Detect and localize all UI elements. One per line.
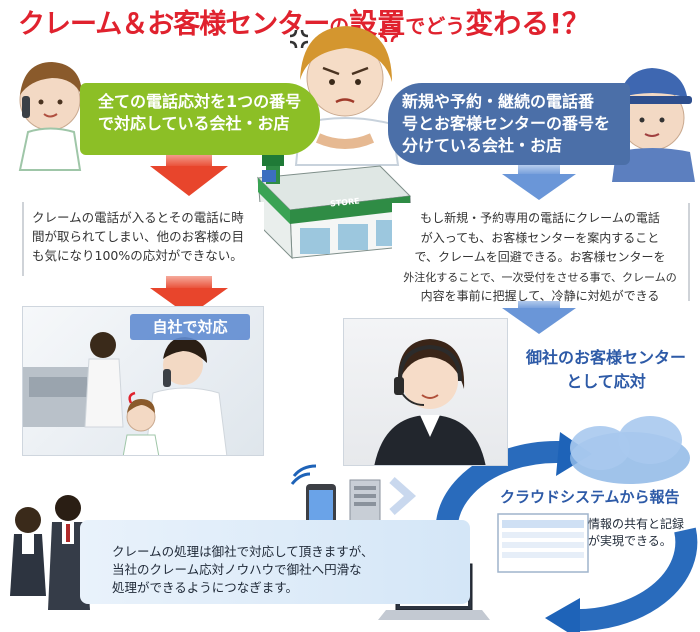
report-screen-illustration [497,513,589,573]
left-text-line1: クレームの電話が入るとその電話に時 [32,210,244,225]
bottom-description: クレームの処理は御社で対応して頂きますが、 当社のクレーム応対ノウハウで御社へ円… [112,543,412,597]
operator-headset-illustration [374,339,486,465]
angry-customer-illustration [289,23,400,166]
left-text-line2: 間が取られてしまい、他のお客様の目 [32,229,245,244]
wifi-icon [290,464,317,485]
own-company-label: 自社で対応 [130,314,250,340]
left-text-line3: も気になり100%の応対ができない。 [32,248,243,263]
right-text-line5: 内容を事前に把握して、冷静に対処ができる [420,289,660,303]
call-center-photo [343,318,508,466]
page-title: クレーム＆お客様センターの設置でどう変わる!？ [18,2,698,42]
title-part4: でどう [405,14,466,38]
banner-right-line3: 分けている会社・お店 [402,136,563,155]
bottom-text-line3: 処理ができるようにつなぎます。 [112,580,299,595]
banner-right-line1: 新規や予約・継続の電話番 [402,92,595,111]
right-operator-illustration [612,68,695,182]
banner-left-line1: 全ての電話応対を1つの番号 [98,92,302,111]
title-part5: 変わる [465,7,550,40]
bottom-band [80,520,470,604]
store-illustration [256,150,413,260]
banner-separate-numbers: 新規や予約・継続の電話番 号とお客様センターの番号を 分けている会社・お店 [388,83,630,165]
right-text-line3: で、クレームを回避できる。お客様センターを [414,250,666,264]
title-part6: !？ [549,7,591,40]
cloud-sub-line2: が実現できる。 [588,534,672,548]
office-scene-illustration [23,332,228,455]
left-description: クレームの電話が入るとその電話に時 間が取られてしまい、他のお客様の目 も気にな… [22,202,264,276]
center-label-line1: 御社のお客様センター [525,348,686,367]
right-text-line4: 外注化することで、一次受付をさせる事で、クレームの [403,270,677,284]
customer-center-label: 御社のお客様センター として応対 [520,346,692,394]
right-text-line1: もし新規・予約専用の電話にクレームの電話 [420,211,660,225]
bottom-text-line2: 当社のクレーム応対ノウハウで御社へ円滑な [112,562,362,577]
right-description: もし新規・予約専用の電話にクレームの電話 が入っても、お客様センターを案内するこ… [392,203,690,303]
bottom-text-line1: クレームの処理は御社で対応して頂きますが、 [112,544,374,559]
left-operator-illustration [18,62,82,171]
flow-chevrons [389,477,417,515]
banner-left-line2: で対応している会社・お店 [98,114,290,133]
banner-single-number: 全ての電話応対を1つの番号 で対応している会社・お店 [80,83,320,155]
title-part1: クレーム＆お客様センター [18,9,330,40]
center-label-line2: として応対 [566,372,646,391]
cloud-report-description: 情報の共有と記録 が実現できる。 [588,516,698,550]
cloud-report-label: クラウドシステムから報告 [500,488,680,506]
bowing-people-illustration [10,495,90,610]
right-text-line2: が入っても、お客様センターを案内すること [420,230,660,245]
blue-arrow-1 [502,160,576,200]
cloud-sub-line1: 情報の共有と記録 [588,517,685,531]
banner-right-line2: 号とお客様センターの番号を [402,114,611,133]
